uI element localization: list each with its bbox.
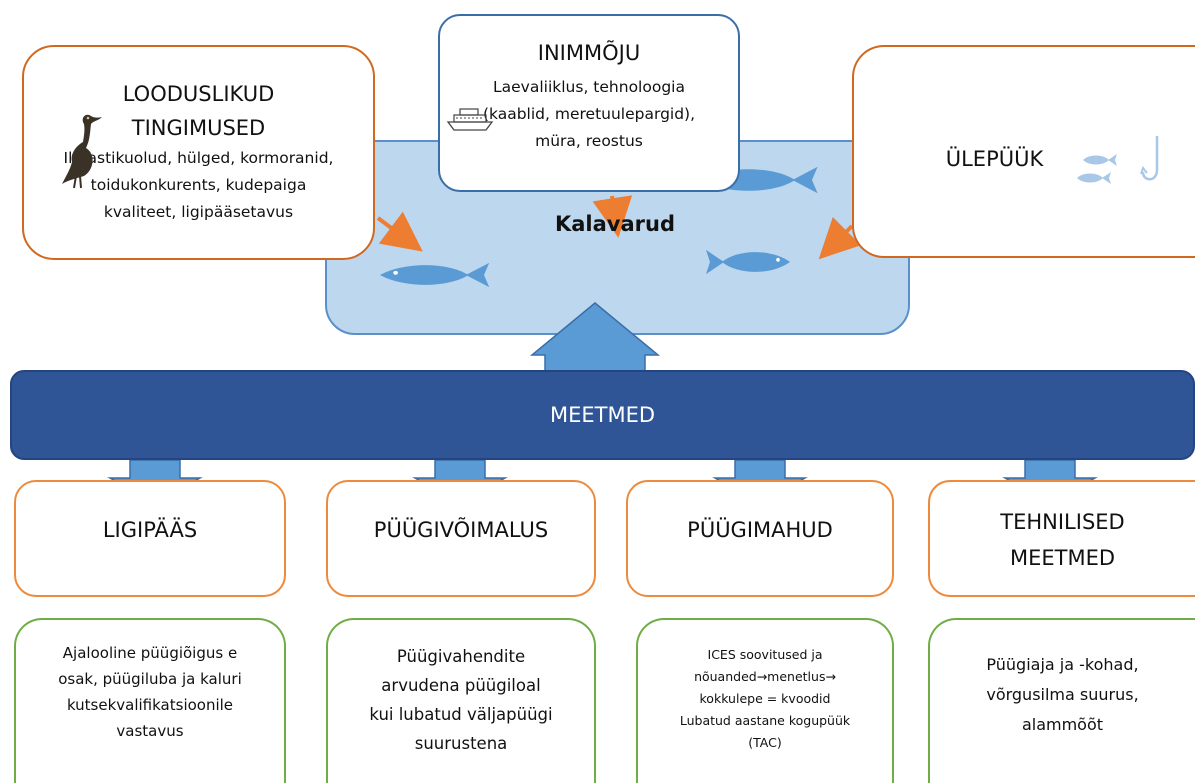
- category-access-title: LIGIPÄÄS: [102, 518, 198, 542]
- up-arrow: [529, 302, 661, 373]
- overfishing-box: ÜLEPÜÜK: [852, 45, 1195, 258]
- detail-fishing-opportunity-box: Püügivahendite arvudena püügiloal kui lu…: [326, 618, 596, 783]
- detail-fishing-opportunity-line1: Püügivahendite: [396, 647, 526, 666]
- category-fishing-opportunity-box: PÜÜGIVÕIMALUS: [326, 480, 596, 597]
- detail-fishing-opportunity-line3: kui lubatud väljapüügi: [369, 705, 553, 724]
- detail-technical-line2: võrgusilma suurus,: [986, 685, 1139, 704]
- influence-arrow-human: [592, 195, 633, 238]
- natural-desc-line3: kvaliteet, ligipääsetavus: [103, 203, 294, 221]
- detail-catch-volume-box: ICES soovitused ja nõuanded→menetlus→ ko…: [636, 618, 894, 783]
- fish-icon: [380, 262, 490, 288]
- human-desc-line3: müra, reostus: [535, 132, 643, 150]
- detail-catch-volume-line3: kokkulepe = kvoodid: [699, 691, 831, 706]
- natural-desc-line2: toidukonkurents, kudepaiga: [90, 176, 307, 194]
- human-impact-box: INIMMÕJU Laevaliiklus, tehnoloogia (kaab…: [438, 14, 740, 192]
- detail-catch-volume-line4: Lubatud aastane kogupüük: [679, 713, 851, 728]
- detail-access-box: Ajalooline püügiõigus e osak, püügiluba …: [14, 618, 286, 783]
- category-catch-volume-title: PÜÜGIMAHUD: [687, 518, 833, 542]
- natural-conditions-box: LOODUSLIKUD TINGIMUSED Ilmastikuolud, hü…: [22, 45, 375, 260]
- detail-access-line3: kutsekvalifikatsioonile: [66, 696, 234, 714]
- category-technical-box: TEHNILISED MEETMED: [928, 480, 1195, 597]
- detail-technical-line3: alammõõt: [1021, 715, 1104, 734]
- human-title: INIMMÕJU: [537, 41, 641, 65]
- natural-desc-line1: Ilmastikuolud, hülged, kormoranid,: [63, 149, 334, 167]
- category-catch-volume-box: PÜÜGIMAHUD: [626, 480, 894, 597]
- detail-access-line2: osak, püügiluba ja kaluri: [58, 670, 242, 688]
- category-technical-title-line1: TEHNILISED: [1000, 510, 1125, 534]
- human-desc-line2: (kaablid, meretuulepargid),: [482, 105, 696, 123]
- category-access-box: LIGIPÄÄS: [14, 480, 286, 597]
- natural-title-line2: TINGIMUSED: [131, 116, 266, 140]
- detail-catch-volume-line5: (TAC): [748, 735, 782, 750]
- pool-label: Kalavarud: [554, 212, 675, 236]
- measures-band: MEETMED: [10, 370, 1195, 460]
- category-technical-title-line2: MEETMED: [1009, 546, 1116, 570]
- detail-access-line1: Ajalooline püügiõigus e: [62, 644, 238, 662]
- hook-icon: [1077, 136, 1159, 184]
- detail-fishing-opportunity-line2: arvudena püügiloal: [381, 676, 541, 695]
- influence-arrow-natural: [376, 211, 423, 252]
- ship-icon: [446, 108, 494, 131]
- detail-catch-volume-line1: ICES soovitused ja: [707, 647, 823, 662]
- detail-access-line4: vastavus: [116, 722, 184, 740]
- detail-technical-box: Püügiaja ja -kohad, võrgusilma suurus, a…: [928, 618, 1195, 783]
- category-fishing-opportunity-title: PÜÜGIVÕIMALUS: [373, 518, 549, 542]
- detail-technical-line1: Püügiaja ja -kohad,: [986, 655, 1139, 674]
- detail-catch-volume-line2: nõuanded→menetlus→: [694, 669, 836, 684]
- natural-title-line1: LOODUSLIKUD: [122, 82, 275, 106]
- fish-icon: [706, 249, 790, 275]
- overfishing-title: ÜLEPÜÜK: [945, 147, 1044, 171]
- influence-arrow-overfishing: [818, 216, 862, 260]
- detail-fishing-opportunity-line4: suurustena: [414, 734, 508, 753]
- cormorant-icon: [62, 114, 102, 189]
- human-desc-line1: Laevaliiklus, tehnoloogia: [493, 78, 685, 96]
